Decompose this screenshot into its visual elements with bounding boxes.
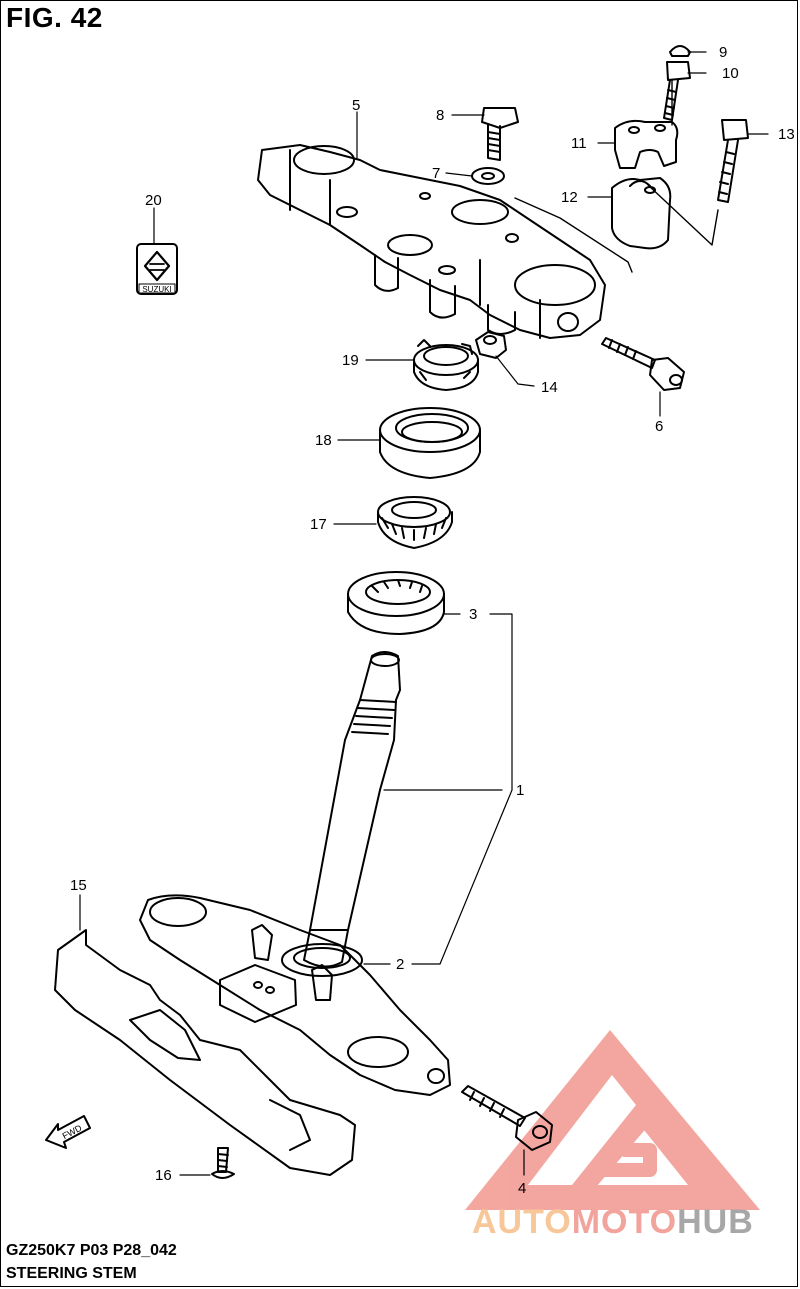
callout-8: 8 <box>436 107 444 124</box>
callout-10: 10 <box>722 65 739 82</box>
leader-lines <box>79 51 769 1176</box>
bearing-part-17 <box>377 496 453 549</box>
emblem-label: SUZUKI <box>142 285 171 294</box>
callout-18: 18 <box>315 432 332 449</box>
callout-17: 17 <box>310 516 327 533</box>
watermark-text: AUTOMOTOHUB <box>472 1203 754 1241</box>
steering-stem-part-1 <box>303 651 401 968</box>
washer-part-7 <box>471 167 505 185</box>
cap-part-9 <box>669 45 691 57</box>
callout-14: 14 <box>541 379 558 396</box>
section-name: STEERING STEM <box>6 1265 137 1282</box>
bolt-part-8 <box>481 107 519 161</box>
emblem-part-20: SUZUKI <box>136 243 178 295</box>
callout-7: 7 <box>432 165 440 182</box>
callout-12: 12 <box>561 189 578 206</box>
lower-bracket <box>139 894 451 1096</box>
bolt-part-10 <box>663 61 691 121</box>
alignment-lines <box>514 79 719 273</box>
callout-13: 13 <box>778 126 795 143</box>
callout-20: 20 <box>145 192 162 209</box>
bolt-part-6 <box>601 337 685 391</box>
callout-2: 2 <box>396 956 404 973</box>
callout-3: 3 <box>469 606 477 623</box>
holder-upper-part-11 <box>614 119 679 169</box>
callout-4: 4 <box>518 1180 526 1197</box>
figure-title: FIG. 42 <box>6 2 103 33</box>
callout-5: 5 <box>352 97 360 114</box>
locknut-part-19 <box>413 339 479 391</box>
callout-1: 1 <box>516 782 524 799</box>
upper-bracket-part-5 <box>257 144 606 339</box>
model-code: GZ250K7 P03 P28_042 <box>6 1242 177 1259</box>
callout-numbers: 1 2 3 4 5 6 7 8 9 10 11 12 13 14 15 16 1… <box>70 44 795 1197</box>
watermark-logo <box>465 1030 760 1210</box>
dust-seal-part-18 <box>379 407 481 479</box>
callout-19: 19 <box>342 352 359 369</box>
cover-part-15 <box>54 929 356 1176</box>
nut-part-14 <box>475 331 507 359</box>
callout-6: 6 <box>655 418 663 435</box>
callout-11: 11 <box>571 135 587 152</box>
bolt-part-4 <box>461 1085 553 1151</box>
callout-16: 16 <box>155 1167 172 1184</box>
holder-lower-part-12 <box>611 177 672 250</box>
bearing-race-part-3 <box>347 571 445 635</box>
seal-part-2 <box>281 943 363 977</box>
screw-part-16 <box>211 1147 235 1179</box>
forward-arrow-icon: FWD <box>45 1115 91 1149</box>
callout-9: 9 <box>719 44 727 61</box>
callout-15: 15 <box>70 877 87 894</box>
bolt-part-13 <box>717 119 749 203</box>
